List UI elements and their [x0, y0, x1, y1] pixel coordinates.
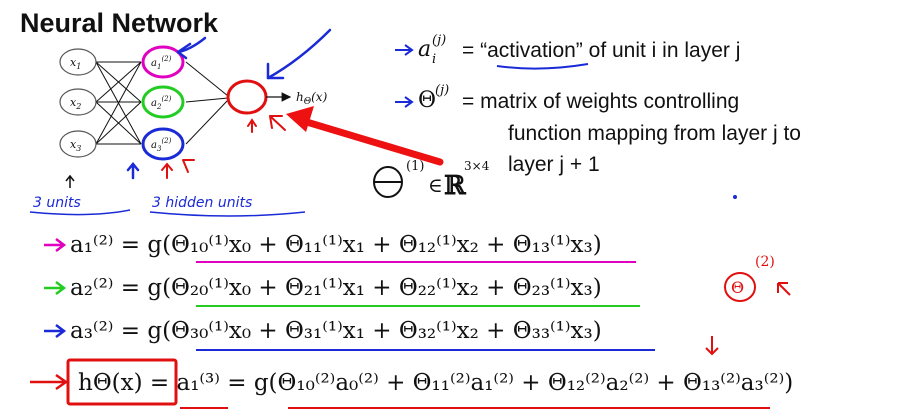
definition-theta: Θ (j) = matrix of weights controlling fu…: [395, 83, 801, 176]
hidden-node-a2: a2(2): [141, 85, 185, 119]
input-node-x1: x1: [59, 48, 97, 76]
equation-output: hΘ(x) = a₁⁽³⁾ = g(Θ₁₀⁽²⁾a₀⁽²⁾ + Θ₁₁⁽²⁾a₁…: [30, 336, 793, 409]
output-node: hΘ(x): [226, 79, 328, 115]
theta-dim-space: 3×4: [464, 159, 490, 173]
input-units-underline: [29, 209, 131, 216]
theta-dim-sup: (1): [406, 159, 424, 174]
definition-activation: a (j) i = “activation” of unit i in laye…: [395, 33, 740, 70]
theta-line2: function mapping from layer j to: [508, 122, 801, 145]
big-red-arrow: [286, 106, 444, 166]
equation-output-text: hΘ(x) = a₁⁽³⁾ = g(Θ₁₀⁽²⁾a₀⁽²⁾ + Θ₁₁⁽²⁾a₁…: [78, 370, 793, 396]
theta2-note: Θ (2): [724, 254, 791, 302]
equation-a2: a₂⁽²⁾ = g(Θ₂₀⁽¹⁾x₀ + Θ₂₁⁽¹⁾x₁ + Θ₂₂⁽¹⁾x₂…: [44, 275, 640, 307]
red-tick-marks: [161, 115, 286, 179]
pink-arrow-icon: [44, 238, 67, 252]
real-numbers-icon: ℝ: [444, 171, 467, 201]
input-node-x3: x3: [59, 130, 97, 158]
theta2-label: Θ: [731, 278, 744, 297]
activation-sub: i: [432, 52, 436, 67]
equation-a1: a₁⁽²⁾ = g(Θ₁₀⁽¹⁾x₀ + Θ₁₁⁽¹⁾x₁ + Θ₁₂⁽¹⁾x₂…: [44, 232, 636, 263]
activation-sup: (j): [432, 33, 446, 48]
theta-dimension-note: (1) ∈ ℝ 3×4: [373, 159, 490, 201]
theta-lhs: Θ: [418, 88, 436, 113]
output-highlight-box: [66, 358, 178, 406]
svg-text:x3: x3: [70, 138, 81, 153]
blue-annotation-arrows: [126, 28, 332, 180]
network-diagram: x1 x2 x3 a1(2) a2(2) a3(2) hΘ(x): [59, 45, 328, 161]
equation-a3-text: a₃⁽²⁾ = g(Θ₃₀⁽¹⁾x₀ + Θ₃₁⁽¹⁾x₁ + Θ₃₂⁽¹⁾x₂…: [70, 318, 602, 344]
theta-line3: layer j + 1: [508, 153, 600, 176]
input-units-arrow: [65, 174, 75, 188]
activation-underline: [496, 63, 589, 70]
hidden-node-a1: a1(2): [141, 45, 185, 79]
theta-line1: = matrix of weights controlling: [462, 90, 739, 113]
green-arrow-icon: [44, 281, 67, 295]
svg-text:x1: x1: [70, 56, 81, 71]
hidden-units-underline: [149, 211, 306, 217]
slide-title: Neural Network: [20, 8, 219, 38]
element-of-icon: ∈: [428, 173, 443, 197]
activation-text: = “activation” of unit i in layer j: [462, 39, 740, 62]
equation-a2-text: a₂⁽²⁾ = g(Θ₂₀⁽¹⁾x₀ + Θ₂₁⁽¹⁾x₁ + Θ₂₂⁽¹⁾x₂…: [70, 275, 602, 301]
red-arrow-icon: [30, 373, 69, 391]
activation-lhs: a: [418, 37, 431, 62]
down-arrow-icon: [705, 336, 719, 356]
input-hidden-connections: [95, 61, 142, 145]
equation-a1-text: a₁⁽²⁾ = g(Θ₁₀⁽¹⁾x₀ + Θ₁₁⁽¹⁾x₁ + Θ₁₂⁽¹⁾x₂…: [70, 232, 602, 258]
theta2-sup: (2): [755, 254, 775, 270]
theta-sup: (j): [435, 83, 449, 98]
hidden-node-a3: a3(2): [141, 127, 185, 161]
blue-dot: [733, 195, 737, 199]
input-units-note: 3 units: [33, 195, 81, 211]
svg-text:x2: x2: [70, 96, 81, 111]
equation-a3: a₃⁽²⁾ = g(Θ₃₀⁽¹⁾x₀ + Θ₃₁⁽¹⁾x₁ + Θ₃₂⁽¹⁾x₂…: [44, 318, 655, 351]
blue-arrow-icon: [44, 324, 67, 338]
hidden-output-connections: [185, 61, 229, 145]
svg-text:hΘ(x): hΘ(x): [296, 90, 328, 107]
hidden-units-note: 3 hidden units: [152, 195, 252, 211]
input-node-x2: x2: [59, 88, 97, 116]
